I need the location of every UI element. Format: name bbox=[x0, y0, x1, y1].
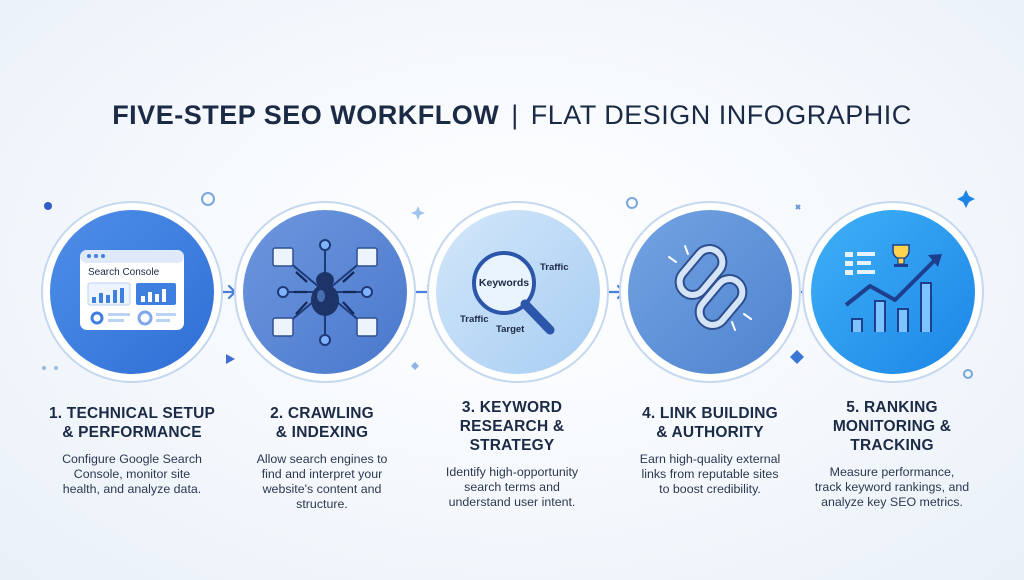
page-title: FIVE-STEP SEO WORKFLOW | FLAT DESIGN INF… bbox=[0, 100, 1024, 131]
traffic-left-label: Traffic bbox=[460, 314, 489, 325]
step-5-text: 5. RANKING MONITORING & TRACKING Measure… bbox=[792, 398, 992, 510]
step-3-description: Identify high-opportunity search terms a… bbox=[445, 465, 579, 509]
step-3-circle: Keywords Traffic Traffic Target bbox=[427, 201, 609, 383]
title-sub: FLAT DESIGN INFOGRAPHIC bbox=[530, 100, 912, 130]
step-4-circle bbox=[619, 201, 801, 383]
step-4-title: 4. LINK BUILDING & AUTHORITY bbox=[642, 405, 778, 441]
title-main: FIVE-STEP SEO WORKFLOW bbox=[112, 100, 500, 130]
step-1-title: 1. TECHNICAL SETUP & PERFORMANCE bbox=[48, 405, 216, 441]
search-console-dashboard-icon: Search Console bbox=[80, 250, 184, 330]
step-5-description: Measure performance, track keyword ranki… bbox=[814, 465, 970, 509]
keywords-label: Keywords bbox=[479, 277, 529, 289]
step-1-text: 1. TECHNICAL SETUP & PERFORMANCE Configu… bbox=[32, 404, 232, 497]
chain-link-icon bbox=[668, 244, 752, 331]
decoration-sparkles bbox=[42, 190, 975, 379]
step-4-text: 4. LINK BUILDING & AUTHORITY Earn high-q… bbox=[610, 404, 810, 497]
magnifier-keywords-icon: Keywords Traffic Traffic Target bbox=[460, 251, 569, 335]
search-console-label: Search Console bbox=[88, 267, 160, 278]
step-2-description: Allow search engines to find and interpr… bbox=[256, 452, 388, 511]
traffic-top-label: Traffic bbox=[540, 262, 569, 273]
step-3-text: 3. KEYWORD RESEARCH & STRATEGY Identify … bbox=[412, 398, 612, 510]
spider-crawler-icon bbox=[272, 239, 378, 346]
step-5-circle bbox=[802, 201, 984, 383]
step-2-title: 2. CRAWLING & INDEXING bbox=[270, 405, 374, 441]
title-separator: | bbox=[511, 100, 519, 130]
step-1-circle: Search Console bbox=[41, 201, 223, 383]
step-3-title: 3. KEYWORD RESEARCH & STRATEGY bbox=[459, 399, 565, 454]
step-1-description: Configure Google Search Console, monitor… bbox=[62, 452, 202, 496]
step-2-text: 2. CRAWLING & INDEXING Allow search engi… bbox=[222, 404, 422, 512]
trophy-growth-chart-icon bbox=[844, 244, 942, 332]
target-label: Target bbox=[496, 324, 525, 335]
step-4-description: Earn high-quality external links from re… bbox=[639, 452, 781, 496]
step-2-circle bbox=[234, 201, 416, 383]
step-5-title: 5. RANKING MONITORING & TRACKING bbox=[832, 399, 952, 454]
